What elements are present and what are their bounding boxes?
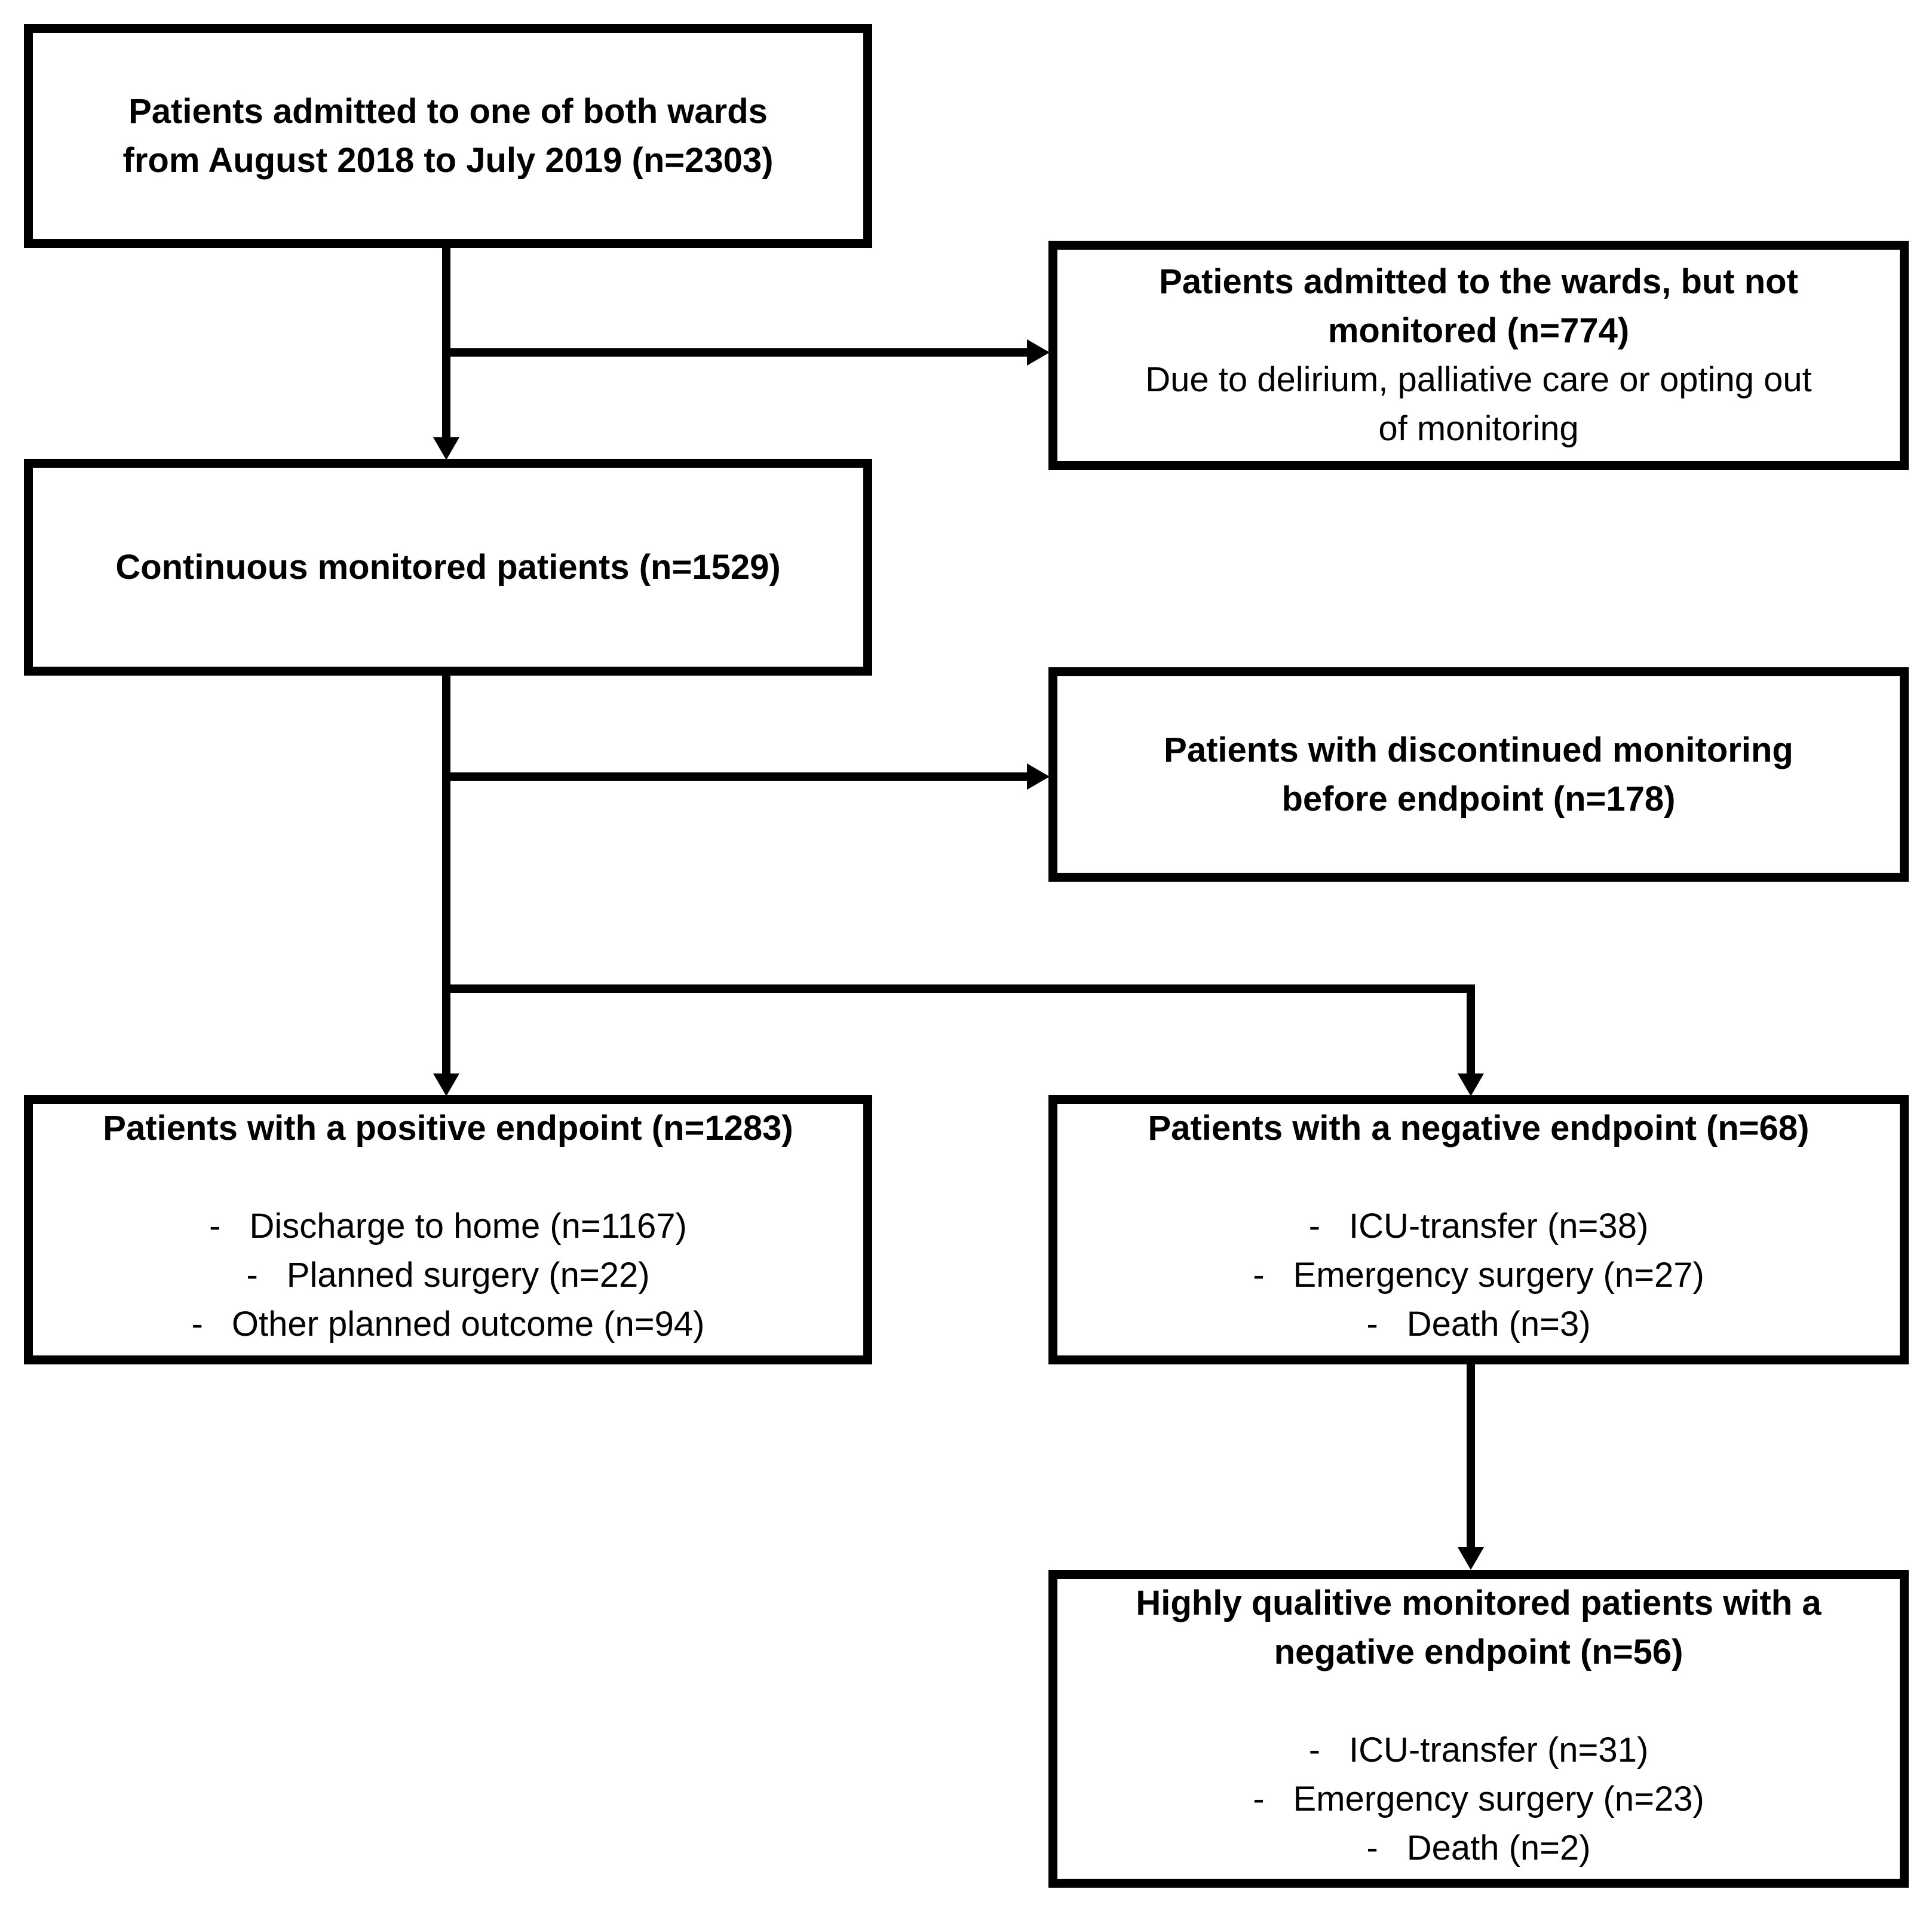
box-text-line: from August 2018 to July 2019 (n=2303) xyxy=(122,140,774,180)
list-item-text: ICU-transfer (n=31) xyxy=(1349,1731,1649,1769)
box-title: Patients with a positive endpoint (n=128… xyxy=(103,1109,793,1148)
arrowhead-right-icon xyxy=(1027,763,1050,790)
box-positive-endpoint: Patients with a positive endpoint (n=128… xyxy=(24,1095,872,1364)
list-item-text: Emergency surgery (n=23) xyxy=(1293,1780,1704,1818)
list-item: - Discharge to home (n=1167) xyxy=(33,1202,863,1251)
box-text-line: Continuous monitored patients (n=1529) xyxy=(115,547,781,587)
list-item: - Emergency surgery (n=23) xyxy=(1057,1775,1900,1824)
box-text-line: Patients admitted to one of both wards xyxy=(128,91,768,131)
list-item-text: Other planned outcome (n=94) xyxy=(231,1305,705,1343)
box-title: negative endpoint (n=56) xyxy=(1274,1633,1683,1671)
bullet-dash: - xyxy=(1308,1731,1321,1769)
box-title: Patients with a negative endpoint (n=68) xyxy=(1148,1109,1810,1148)
arrowhead-down-icon xyxy=(1458,1547,1484,1570)
box-title: Highly qualitive monitored patients with… xyxy=(1136,1584,1821,1622)
list-item-text: Death (n=2) xyxy=(1406,1829,1591,1867)
box-admitted-patients: Patients admitted to one of both wards f… xyxy=(24,24,872,248)
arrowhead-down-icon xyxy=(433,1073,459,1096)
list-item: - Death (n=2) xyxy=(1057,1824,1900,1873)
list-item: - ICU-transfer (n=38) xyxy=(1057,1202,1900,1251)
box-negative-endpoint: Patients with a negative endpoint (n=68)… xyxy=(1048,1095,1909,1364)
list-item: - Other planned outcome (n=94) xyxy=(33,1300,863,1349)
bullet-dash: - xyxy=(191,1305,203,1343)
flow-line-branch-negative-horizontal xyxy=(442,984,1475,993)
list-item: - Death (n=3) xyxy=(1057,1300,1900,1349)
box-not-monitored: Patients admitted to the wards, but not … xyxy=(1048,241,1909,470)
bullet-dash: - xyxy=(209,1207,221,1246)
flow-line-branch-not-monitored xyxy=(442,348,1027,357)
list-item-text: Emergency surgery (n=27) xyxy=(1293,1256,1704,1295)
bullet-dash: - xyxy=(1253,1256,1265,1295)
bullet-dash: - xyxy=(246,1256,258,1295)
flow-line-continuous-to-positive xyxy=(442,676,450,1073)
box-text-line: of monitoring xyxy=(1378,409,1579,448)
list-item-text: Death (n=3) xyxy=(1406,1305,1591,1343)
flow-line-branch-discontinued xyxy=(442,772,1027,781)
bullet-dash: - xyxy=(1308,1207,1321,1246)
bullet-dash: - xyxy=(1366,1829,1378,1867)
flow-line-branch-negative-vertical xyxy=(1467,984,1475,1073)
box-text-line: before endpoint (n=178) xyxy=(1281,779,1676,818)
list-item-text: Discharge to home (n=1167) xyxy=(249,1207,687,1246)
arrowhead-down-icon xyxy=(1458,1073,1484,1096)
list-item: - Emergency surgery (n=27) xyxy=(1057,1251,1900,1300)
box-high-quality-negative-endpoint: Highly qualitive monitored patients with… xyxy=(1048,1570,1909,1888)
arrowhead-right-icon xyxy=(1027,339,1050,366)
box-text-line: Due to delirium, palliative care or opti… xyxy=(1145,360,1812,399)
bullet-dash: - xyxy=(1366,1305,1378,1343)
arrowhead-down-icon xyxy=(433,437,459,460)
box-text-line: Patients with discontinued monitoring xyxy=(1164,730,1793,769)
bullet-dash: - xyxy=(1253,1780,1265,1818)
box-text-line: monitored (n=774) xyxy=(1327,311,1630,350)
list-item: - Planned surgery (n=22) xyxy=(33,1251,863,1300)
list-item-text: Planned surgery (n=22) xyxy=(286,1256,650,1295)
box-discontinued-monitoring: Patients with discontinued monitoring be… xyxy=(1048,667,1909,882)
box-continuous-monitored: Continuous monitored patients (n=1529) xyxy=(24,459,872,676)
flow-line-negative-to-high-quality xyxy=(1467,1364,1475,1547)
list-item: - ICU-transfer (n=31) xyxy=(1057,1726,1900,1775)
list-item-text: ICU-transfer (n=38) xyxy=(1349,1207,1649,1246)
box-text-line: Patients admitted to the wards, but not xyxy=(1159,262,1798,301)
flow-line-admitted-to-continuous xyxy=(442,248,450,438)
